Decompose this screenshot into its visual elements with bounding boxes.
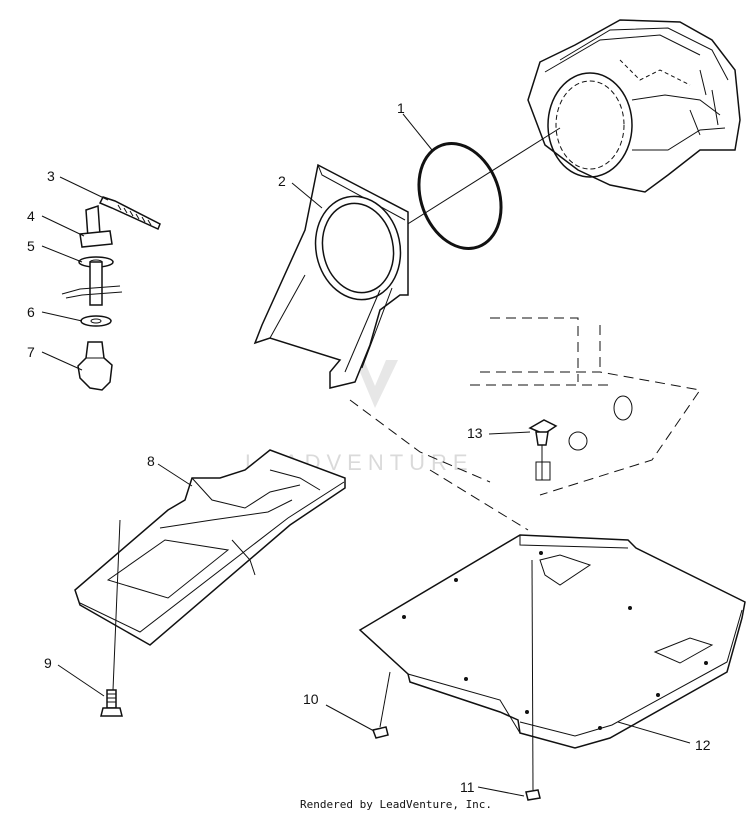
callout-labels: 1 2 3 4 5 6 7 8 9 10 11 12 13: [27, 100, 711, 795]
gasket-ring: [417, 142, 503, 250]
callout-5: 5: [27, 238, 35, 254]
callout-13: 13: [467, 425, 483, 441]
screw-9: [100, 689, 123, 717]
intake-duct: [253, 163, 409, 389]
screw-11: [525, 789, 541, 801]
reference-frame: [349, 317, 701, 496]
callout-1: 1: [397, 100, 405, 116]
fastener-stack: [61, 196, 161, 391]
callout-6: 6: [27, 304, 35, 320]
alignment-line-10: [379, 671, 391, 728]
callout-8: 8: [147, 453, 155, 469]
callout-2: 2: [278, 173, 286, 189]
fastener-13: [528, 419, 558, 481]
engine-housing: [527, 19, 741, 193]
leader-lines: [41, 113, 691, 797]
callout-11: 11: [460, 779, 475, 795]
alignment-line-9: [112, 519, 121, 691]
alignment-line-11: [531, 559, 534, 791]
callout-10: 10: [303, 691, 319, 707]
callout-3: 3: [47, 168, 55, 184]
callout-12: 12: [695, 737, 711, 753]
skid-plate-right: [358, 534, 746, 749]
callout-9: 9: [44, 655, 52, 671]
screw-10: [371, 726, 389, 739]
skid-plate-left: [74, 449, 346, 646]
footer-credit: Rendered by LeadVenture, Inc.: [300, 798, 492, 811]
callout-4: 4: [27, 208, 35, 224]
callout-7: 7: [27, 344, 35, 360]
